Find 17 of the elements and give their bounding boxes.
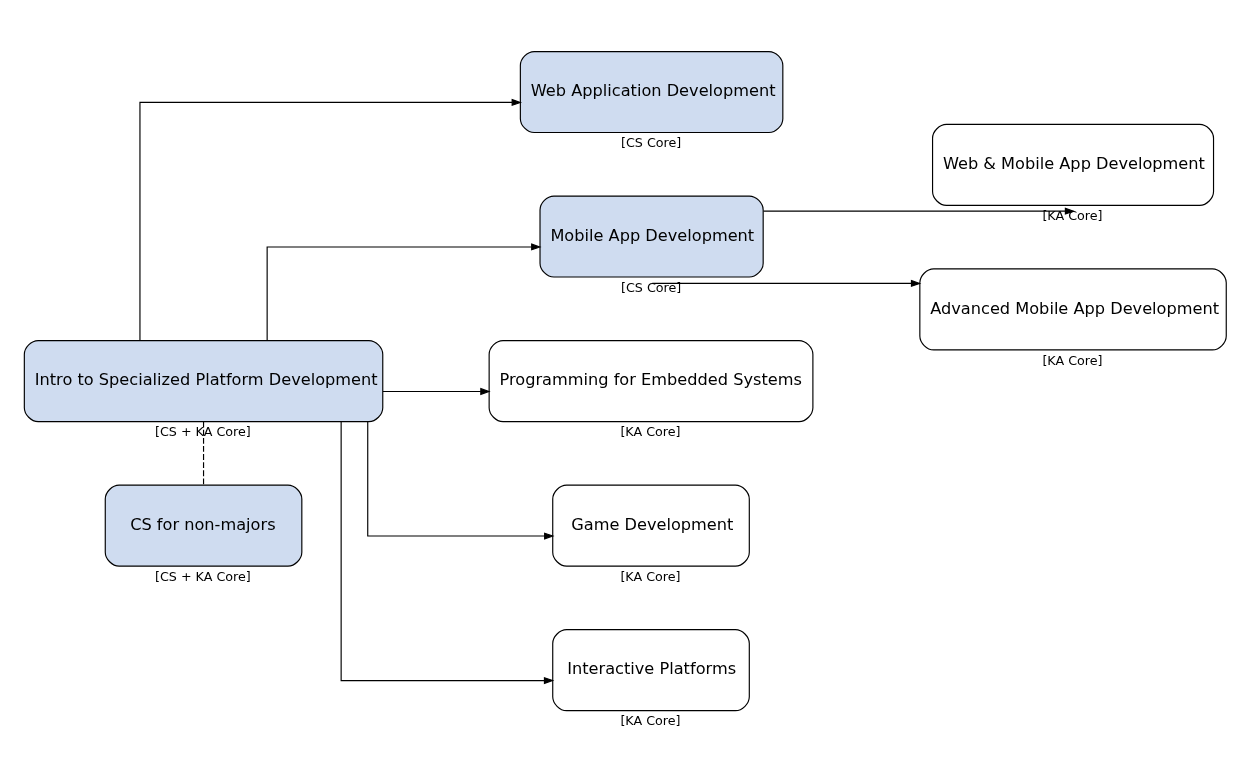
node-label: [CS Core]: [620, 279, 682, 295]
arrow: [139, 98, 523, 341]
arrow: [382, 387, 491, 395]
node-label: [CS Core]: [620, 134, 682, 150]
arrow: [762, 206, 1076, 215]
arrow: [266, 242, 542, 341]
arrow: [651, 279, 922, 287]
node-label: [KA Core]: [1042, 207, 1103, 223]
arrow: [367, 420, 555, 540]
node-label: [CS + KA Core]: [154, 568, 251, 584]
node-label: [KA Core]: [620, 568, 681, 584]
node-label: [CS + KA Core]: [154, 423, 251, 439]
connector: [202, 420, 205, 485]
node-label: [KA Core]: [620, 423, 681, 439]
node-label: [KA Core]: [620, 712, 681, 728]
arrow: [340, 420, 555, 684]
node-label: [KA Core]: [1042, 352, 1103, 368]
